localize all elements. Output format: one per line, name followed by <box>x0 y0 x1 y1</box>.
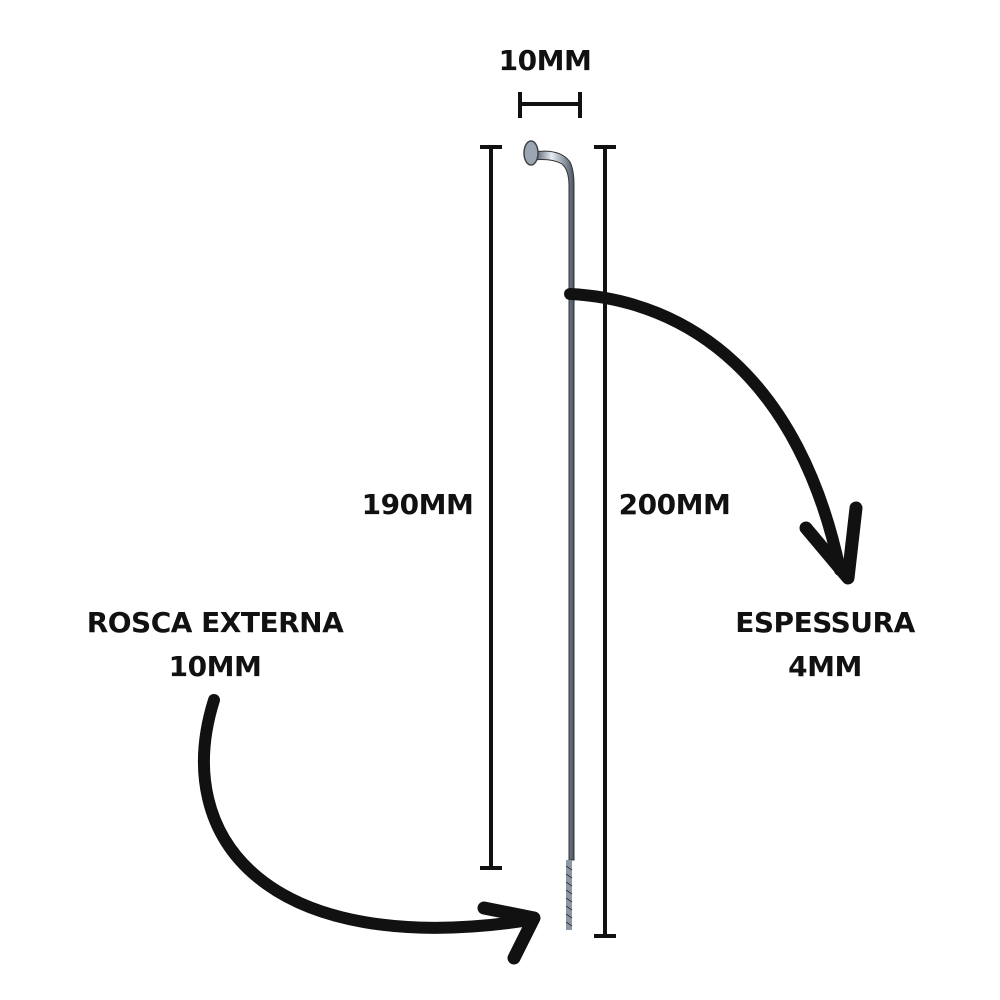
head-width-dimension <box>518 92 582 118</box>
total-length-dimension <box>594 145 616 938</box>
spoke <box>523 140 575 930</box>
thread-arrow <box>198 694 541 965</box>
total-length-label: 200MM <box>618 488 731 521</box>
head-width-label: 10MM <box>498 44 592 77</box>
spoke-thread <box>566 860 572 930</box>
thickness-arrow <box>564 288 863 585</box>
inner-length-dimension <box>480 145 502 870</box>
thickness-label-line1: ESPESSURA <box>735 606 915 639</box>
spoke-head <box>523 140 539 166</box>
inner-length-label: 190MM <box>361 488 474 521</box>
thickness-label-line2: 4MM <box>788 650 862 683</box>
thread-label-line1: ROSCA EXTERNA <box>86 606 344 639</box>
thread-label-line2: 10MM <box>168 650 262 683</box>
